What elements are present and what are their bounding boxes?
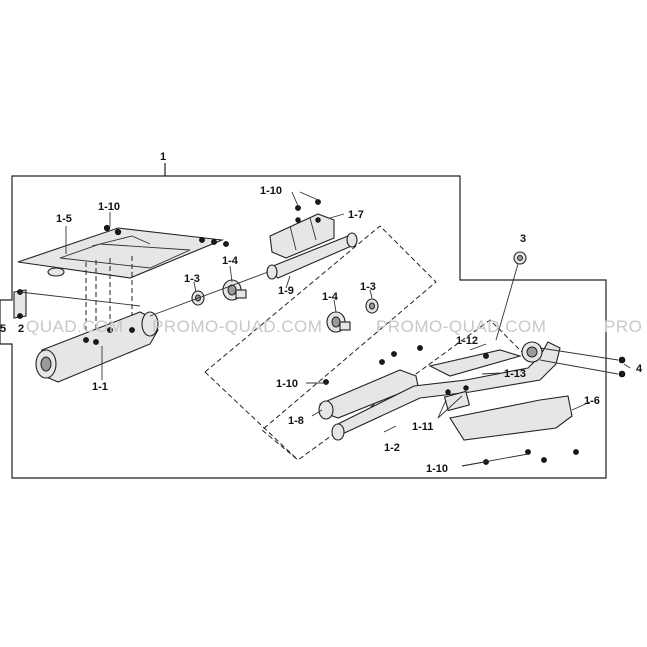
exhaust-gasket [495,251,527,341]
label-bolt-top-left: 1-10 [98,201,120,213]
front-pipe [331,341,561,441]
heat-shield-upper [269,199,335,259]
label-bolt-top-right: 1-10 [260,185,282,197]
muffler-bracket [13,289,141,319]
label-clamp-bracket: 1-11 [412,421,433,433]
shield-bolts [83,224,229,345]
label-heat-shield-lower: 1-6 [584,395,600,407]
label-exhaust-gasket: 3 [520,233,526,245]
label-heat-shield-upper: 1-7 [348,209,364,221]
heat-shield-mid [391,345,522,377]
label-clamp-b: 1-4 [322,291,339,303]
watermark-3: PROMO-QUAD.COM [376,317,546,336]
label-heat-shield-mid: 1-12 [456,335,478,347]
axis-line-upper [149,271,269,317]
label-bolt-shield: 1-13 [504,368,526,380]
subassembly-dashed-outline [204,225,523,461]
clamp-upper [222,279,247,301]
clamp-lower [326,311,351,333]
assembly-outline [0,175,607,479]
label-muffler: 1-1 [92,381,108,393]
muffler [35,311,159,383]
label-tail-pipe: 1-8 [288,415,304,427]
label-assembly: 1 [160,151,166,163]
watermark-1: QUAD.COM [26,317,124,336]
label-nuts: 4 [636,363,643,375]
label-connecting-pipe: 1-9 [278,285,294,297]
label-gasket-b: 1-3 [360,281,376,293]
watermark-2: PROMO-QUAD.COM [152,317,322,336]
label-bracket-bolt: 5 [0,323,6,335]
label-bracket: 2 [18,323,24,335]
watermark-4: PRO [604,317,642,336]
heat-shield-lower [449,395,579,465]
gasket-lower [365,298,379,314]
flange-nuts [539,347,626,378]
label-gasket-a: 1-3 [184,273,200,285]
label-bolt-bottom: 1-10 [426,463,448,475]
label-front-pipe: 1-2 [384,442,400,454]
shield-drop-lines [85,256,133,340]
subassembly-dashed-edge [204,371,299,461]
label-heat-shield-muffler: 1-5 [56,213,72,225]
heat-shield-muffler [17,227,225,279]
label-clamp-a: 1-4 [222,255,239,267]
leader-lines [65,191,631,467]
label-bolt-mid: 1-10 [276,378,298,390]
